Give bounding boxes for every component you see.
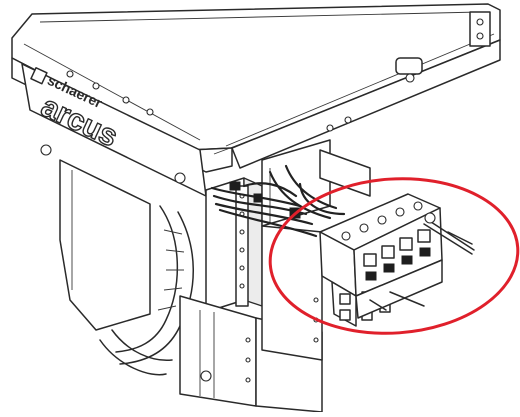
connector-sockets [341,201,423,241]
schaerer-logo-mark [30,67,48,85]
highlight-ellipse [268,177,520,335]
lower-housing [59,159,194,376]
screw-icon [369,212,475,311]
connector-block [319,193,475,327]
